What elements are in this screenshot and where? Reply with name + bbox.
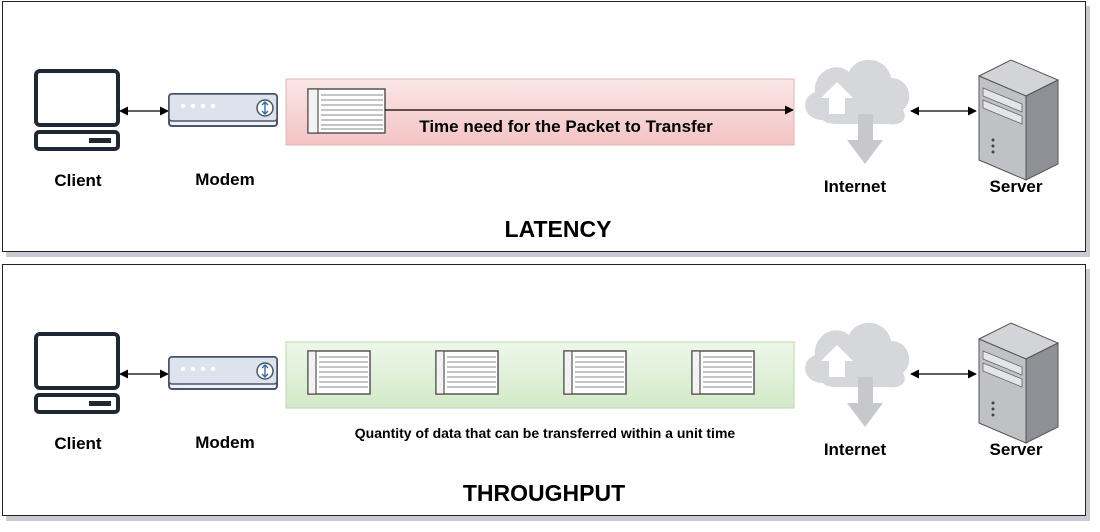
server-icon bbox=[977, 322, 1060, 444]
internet-label: Internet bbox=[824, 440, 887, 459]
packet-icon bbox=[691, 350, 755, 395]
throughput-panel: Quantity of data that can be transferred… bbox=[2, 264, 1086, 516]
packet-icon bbox=[307, 350, 371, 395]
client-computer-icon bbox=[34, 69, 120, 151]
modem-label: Modem bbox=[195, 170, 255, 189]
modem-icon bbox=[168, 93, 278, 127]
latency-title: LATENCY bbox=[505, 216, 612, 242]
latency-panel: Time need for the Packet to Transfer Cli… bbox=[2, 1, 1086, 252]
modem-label: Modem bbox=[195, 433, 255, 452]
client-label: Client bbox=[54, 434, 102, 453]
throughput-title: THROUGHPUT bbox=[463, 480, 625, 506]
internet-cloud-icon bbox=[805, 322, 910, 427]
latency-transfer-caption: Time need for the Packet to Transfer bbox=[419, 117, 713, 136]
client-computer-icon bbox=[34, 332, 120, 414]
packet-icon bbox=[435, 350, 499, 395]
modem-icon bbox=[168, 356, 278, 390]
internet-label: Internet bbox=[824, 177, 887, 196]
throughput-transfer-caption: Quantity of data that can be transferred… bbox=[355, 425, 736, 441]
server-label: Server bbox=[990, 177, 1043, 196]
latency-diagram: Time need for the Packet to Transfer Cli… bbox=[34, 59, 1060, 242]
server-label: Server bbox=[990, 440, 1043, 459]
server-icon bbox=[977, 59, 1060, 181]
packet-icon bbox=[563, 350, 627, 395]
internet-cloud-icon bbox=[805, 59, 910, 164]
client-label: Client bbox=[54, 171, 102, 190]
packet-icon bbox=[307, 88, 386, 134]
throughput-diagram: Quantity of data that can be transferred… bbox=[34, 322, 1060, 506]
